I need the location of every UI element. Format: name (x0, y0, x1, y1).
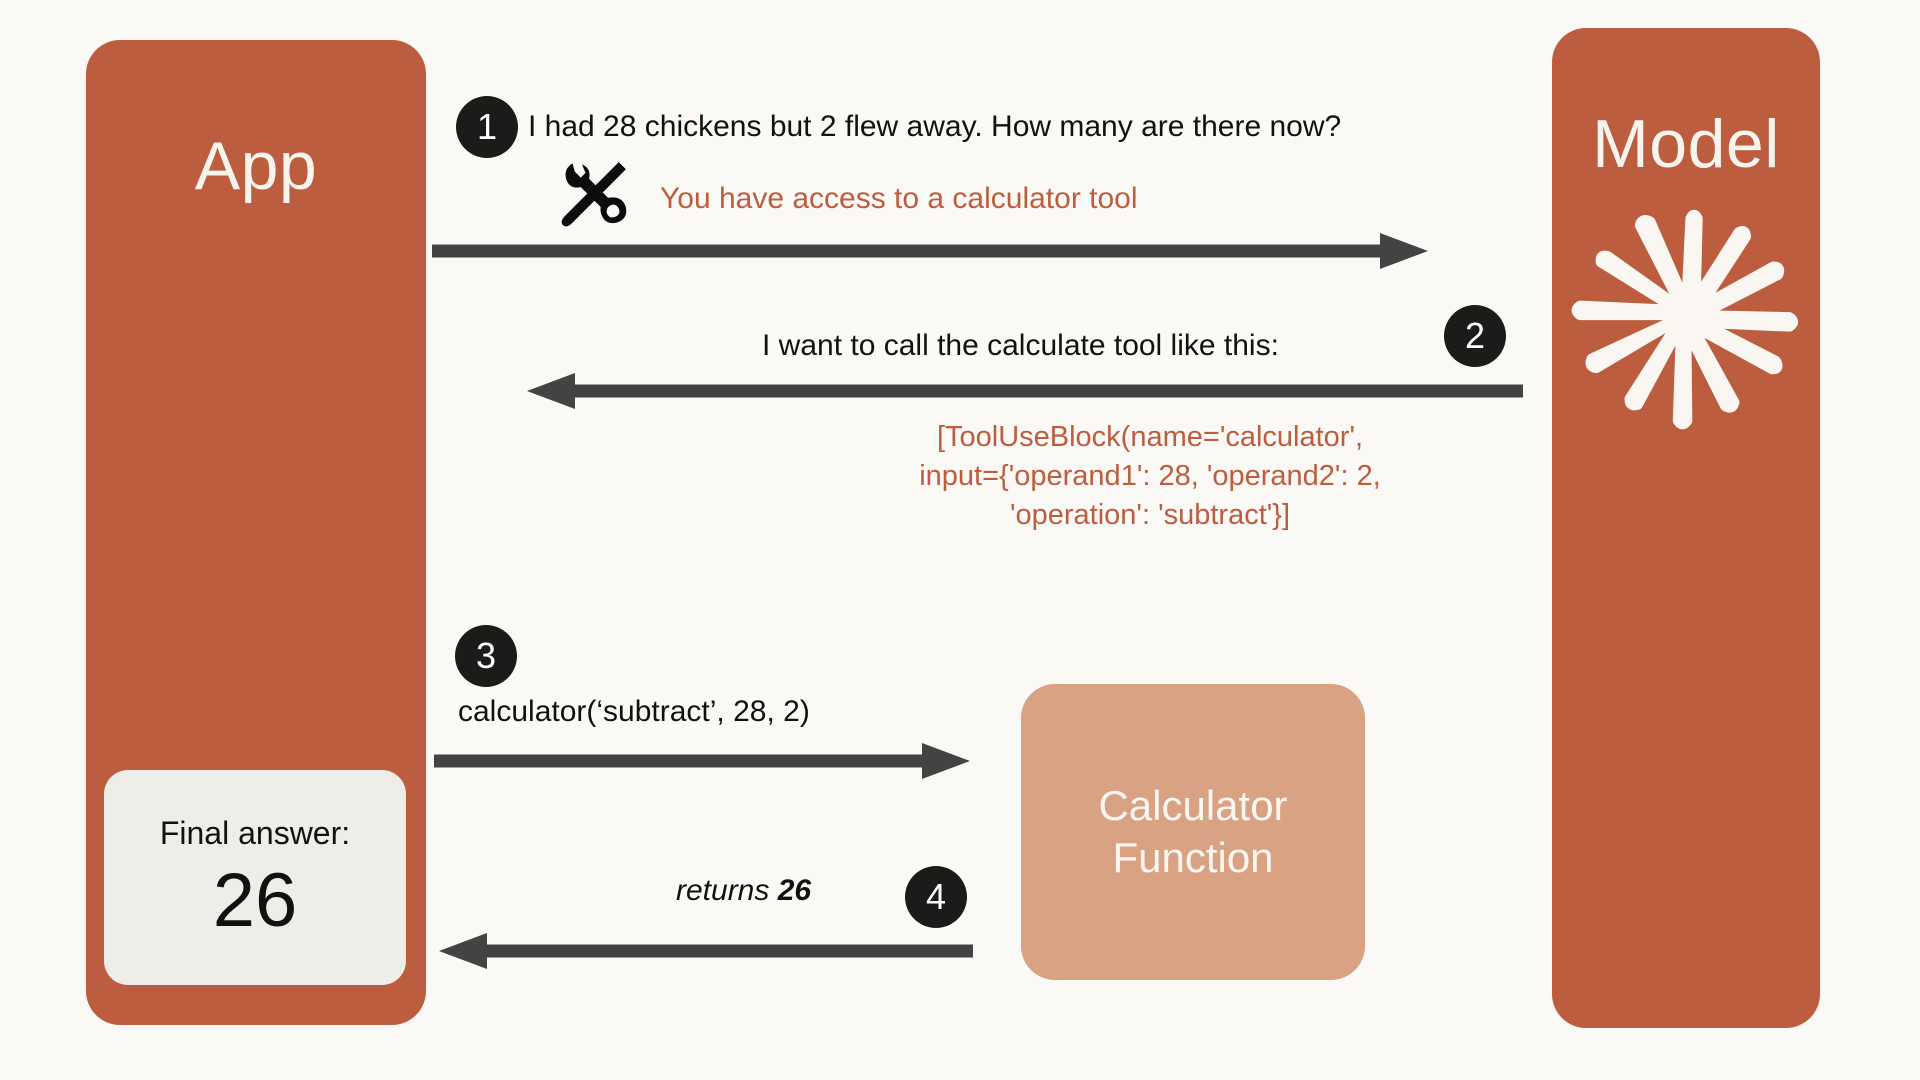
final-answer-card: Final answer: 26 (104, 770, 406, 985)
model-panel-title: Model (1592, 106, 1780, 182)
step-2-tool-use-block: [ToolUseBlock(name='calculator', input={… (919, 421, 1381, 532)
step-3-call-text: calculator(‘subtract’, 28, 2) (458, 695, 810, 728)
step-4-returns-prefix: returns (676, 874, 778, 907)
app-panel-title: App (194, 128, 318, 204)
calculator-label-line2: Function (1112, 834, 1274, 881)
step-badge-3: 3 (455, 625, 517, 687)
step-2-message-text: I want to call the calculate tool like t… (762, 329, 1279, 362)
calculator-label-line1: Calculator (1098, 781, 1288, 829)
anthropic-starburst-icon (1571, 209, 1799, 430)
step-1-tool-note: You have access to a calculator tool (660, 182, 1138, 215)
step-badge-1: 1 (456, 96, 518, 158)
arrow-calculator-to-app (439, 933, 973, 969)
arrow-app-to-model (432, 233, 1428, 269)
tools-icon (561, 162, 627, 227)
arrow-model-to-app (527, 373, 1523, 409)
step-1-question-text: I had 28 chickens but 2 flew away. How m… (528, 110, 1342, 143)
arrow-app-to-calculator (434, 743, 970, 779)
step-badge-4: 4 (905, 866, 967, 928)
step-4-returns-text: returns 26 (676, 872, 811, 910)
step-badge-2: 2 (1444, 305, 1506, 367)
model-panel: Model (1552, 28, 1820, 1028)
step-4-returns-value: 26 (777, 874, 812, 907)
final-answer-label: Final answer: (159, 814, 351, 851)
final-answer-value: 26 (212, 857, 298, 943)
